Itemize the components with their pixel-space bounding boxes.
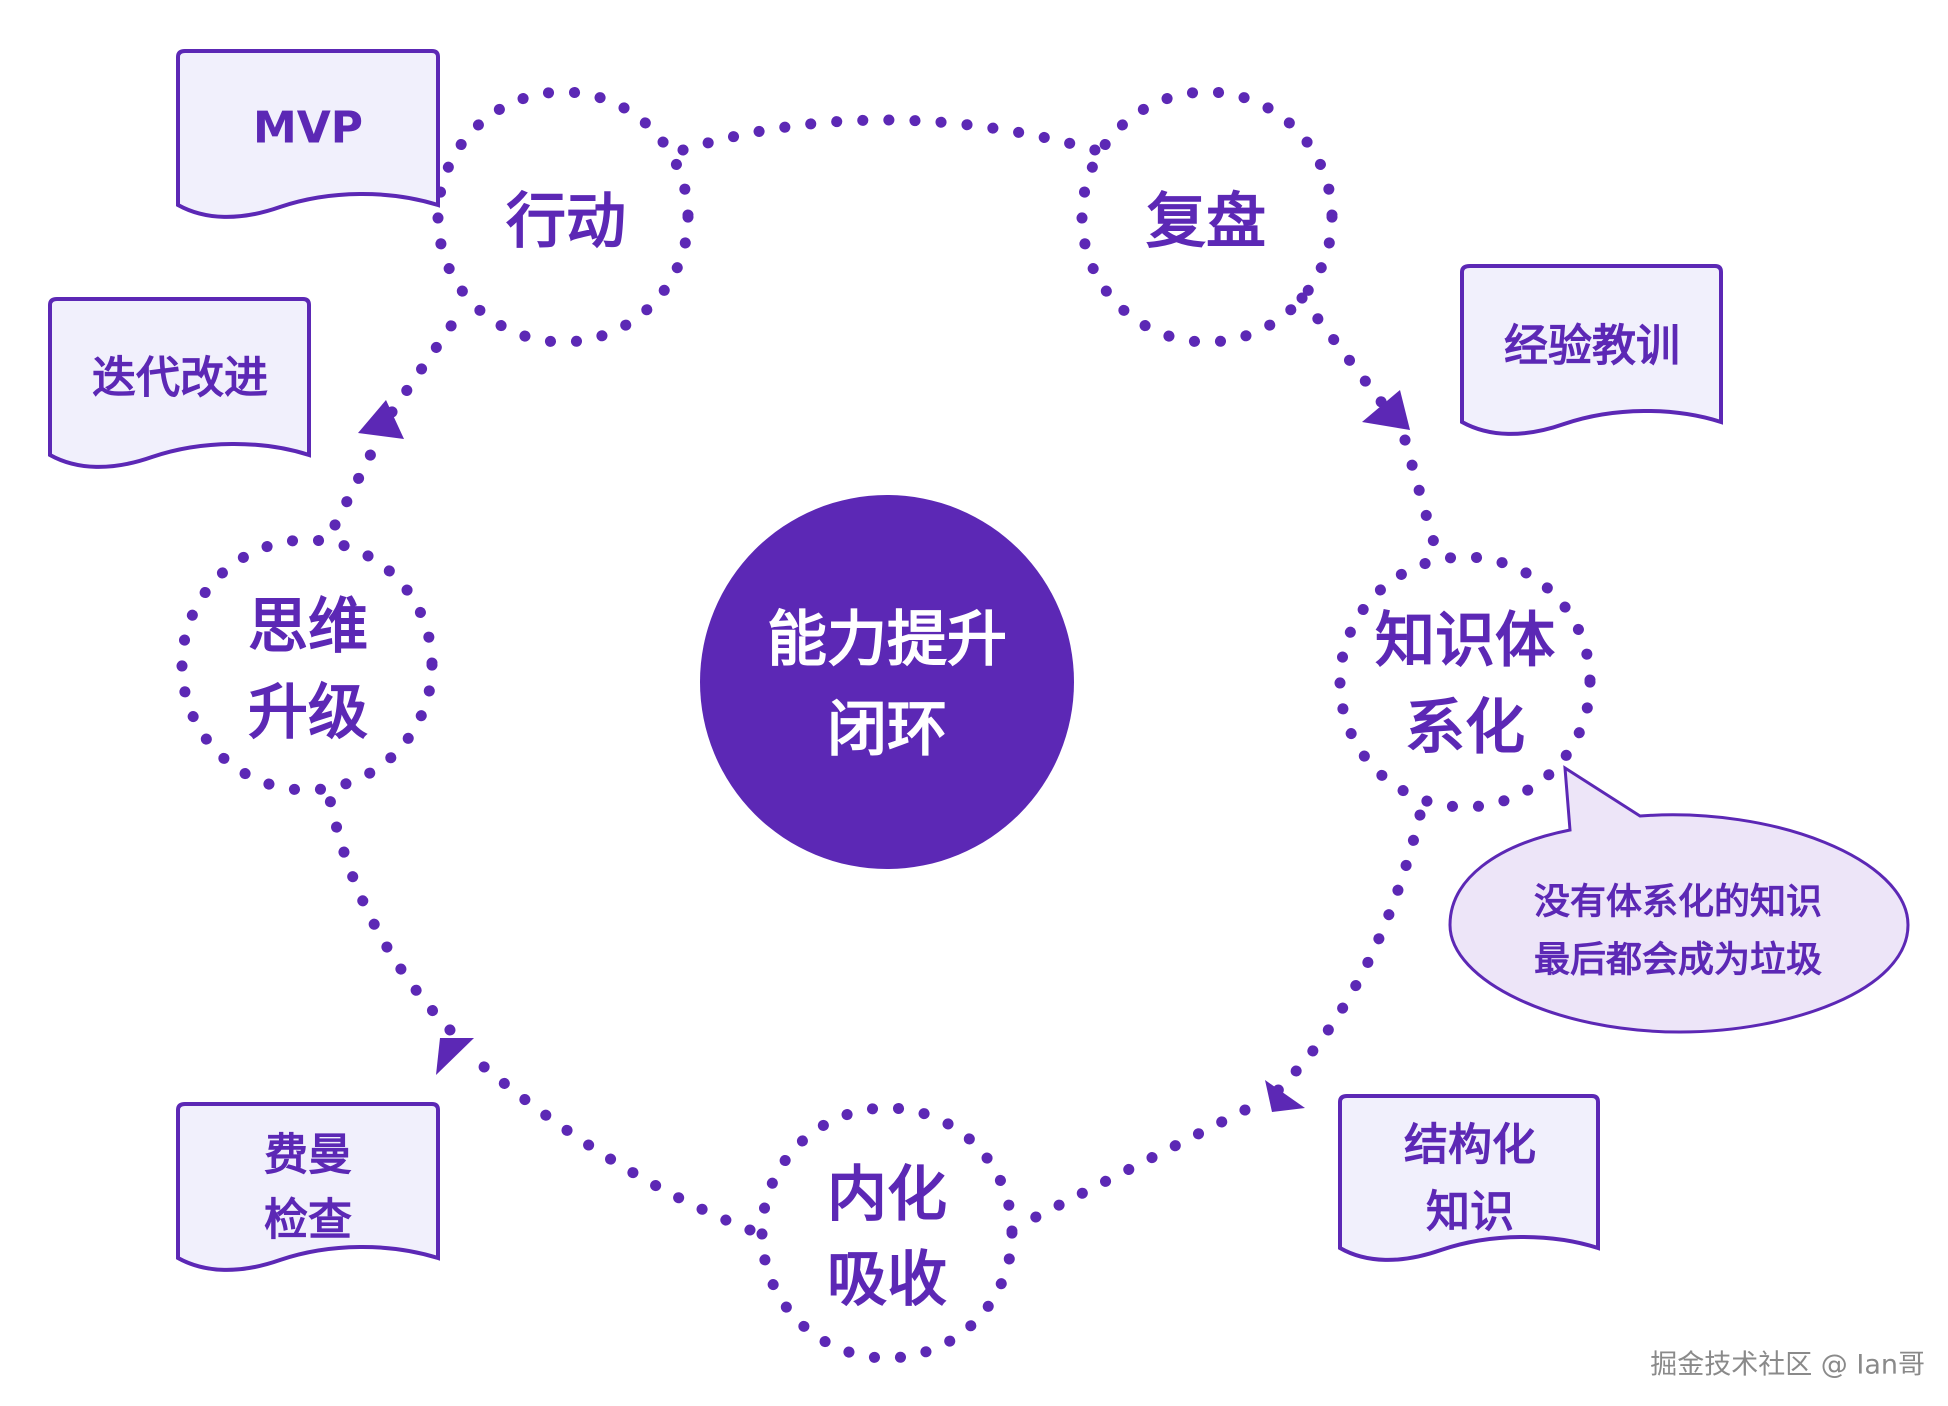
center-label-line1: 能力提升 (767, 605, 1007, 675)
callout-bubble (1448, 765, 1910, 1034)
center-circle (700, 495, 1074, 869)
node-mindset-label-line2: 升级 (248, 678, 368, 748)
note-lessons-shape (1460, 264, 1723, 436)
note-iterate-label: 迭代改进 (92, 353, 268, 404)
note-mvp-label: MVP (253, 103, 363, 154)
node-action-ring (432, 86, 694, 348)
arrow-head-icon (358, 400, 404, 439)
note-feynman-shape (176, 1102, 440, 1272)
node-review-label: 复盘 (1146, 187, 1266, 257)
node-action-label: 行动 (506, 187, 626, 257)
connector-internalize-tail (1024, 1104, 1251, 1226)
connector-action-tail (386, 304, 468, 418)
connector-action-to-review (677, 114, 1101, 156)
callout-label-line2: 最后都会成为垃圾 (1534, 940, 1822, 981)
note-lessons-label: 经验教训 (1504, 321, 1680, 372)
node-systematize-ring (1334, 551, 1596, 813)
connector-mindset-to-action (329, 434, 384, 531)
node-internalize-label-line1: 内化 (827, 1160, 947, 1230)
connector-systematize-arrowhead-tail (1399, 434, 1442, 556)
center-label-line2: 闭环 (827, 695, 947, 765)
note-structured-label-line1: 结构化 (1404, 1120, 1536, 1171)
node-systematize-label-line1: 知识体 (1375, 606, 1555, 676)
arrow-head-icon (1362, 390, 1410, 430)
note-iterate-shape (48, 297, 311, 469)
connector-review-to-systematize (1296, 292, 1401, 426)
note-feynman-label-line1: 费曼 (264, 1130, 352, 1181)
note-structured-label-line2: 知识 (1426, 1187, 1514, 1238)
connector-mindset-tail (322, 784, 456, 1036)
note-mvp-shape (176, 49, 440, 219)
connector-internalize-to-mindset (464, 1049, 756, 1236)
node-review-ring (1076, 86, 1338, 348)
node-systematize-label-line2: 系化 (1405, 693, 1525, 763)
node-internalize-label-line2: 吸收 (827, 1245, 947, 1315)
watermark-text: 掘金技术社区 @ Ian哥 (1650, 1350, 1925, 1381)
node-internalize-ring (756, 1102, 1018, 1364)
callout-label-line1: 没有体系化的知识 (1534, 882, 1822, 923)
note-structured-shape (1338, 1094, 1600, 1262)
note-feynman-label-line2: 检查 (264, 1195, 352, 1246)
connector-systematize-to-internalize (1262, 809, 1426, 1106)
node-mindset-label-line1: 思维 (248, 592, 368, 662)
arrow-head-icon (436, 1038, 474, 1075)
node-mindset-ring (176, 534, 438, 796)
arrow-head-icon (1265, 1080, 1305, 1112)
